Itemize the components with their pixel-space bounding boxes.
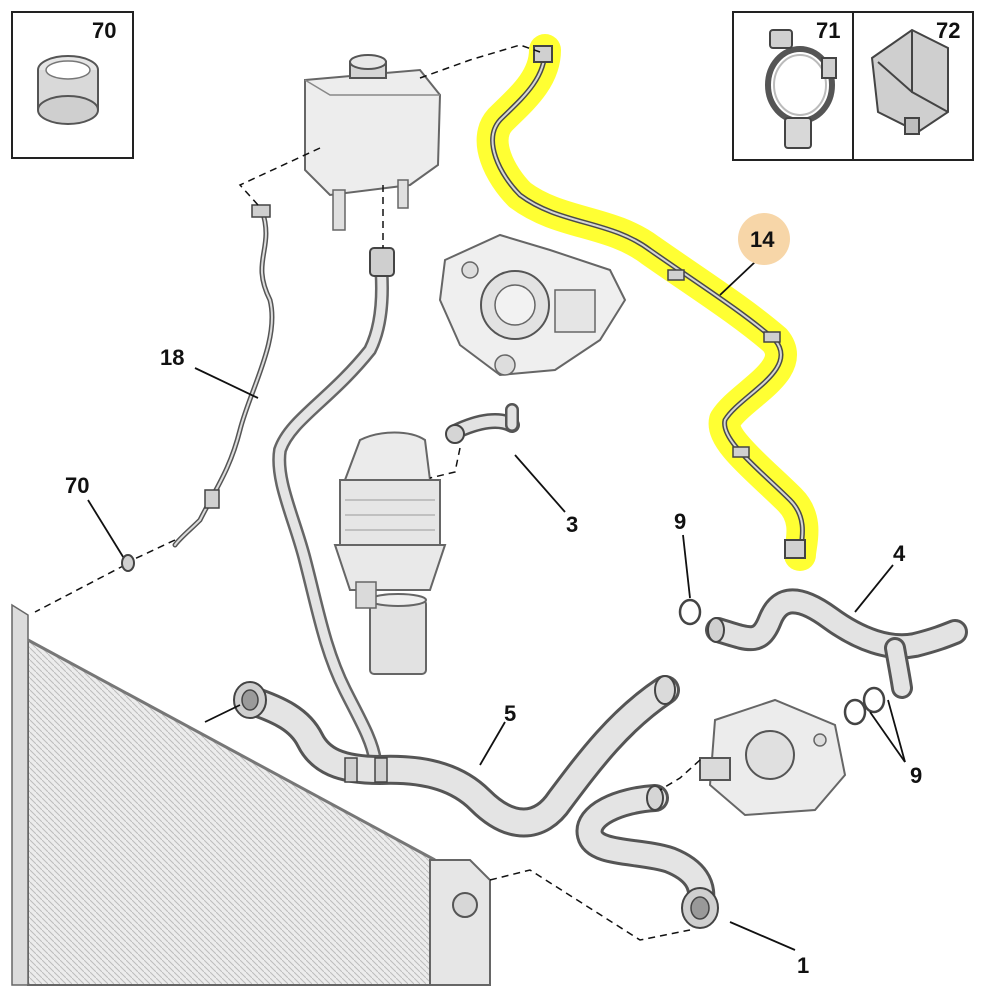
expansion-tank[interactable] <box>304 54 442 231</box>
thermostat-housing[interactable] <box>699 698 847 817</box>
callout-72-box: 72 <box>936 18 961 43</box>
part-14-pipe[interactable] <box>490 45 806 559</box>
clamp-70-fastener[interactable] <box>121 554 135 572</box>
inset-box-70 <box>11 11 134 159</box>
callout-14-circle <box>738 213 790 265</box>
egr-valve-assembly[interactable] <box>438 233 627 377</box>
callout-71-box: 71 <box>816 18 841 43</box>
inset-box-71-72 <box>732 11 974 161</box>
callout-1: 1 <box>797 953 810 978</box>
callout-3: 3 <box>566 512 579 537</box>
tank-to-hose-pipe[interactable] <box>272 247 395 767</box>
dashed-connection-lines <box>34 44 701 941</box>
part-3-elbow-hose[interactable] <box>445 403 520 444</box>
callout-70-box: 70 <box>92 18 117 43</box>
callout-18: 18 <box>160 345 185 370</box>
clamp-ring-icon <box>37 55 99 125</box>
plastic-clip-icon <box>870 28 949 135</box>
callout-70: 70 <box>65 473 90 498</box>
part-1-hose[interactable] <box>575 784 719 929</box>
callout-5: 5 <box>504 701 517 726</box>
callout-4: 4 <box>893 541 906 566</box>
hose-clip-icon <box>765 29 837 149</box>
radiator[interactable] <box>11 603 491 986</box>
part-5-hose[interactable] <box>233 675 680 838</box>
callout-9-top: 9 <box>674 509 687 534</box>
callout-9-right: 9 <box>910 763 923 788</box>
part-18-hose[interactable] <box>172 204 275 548</box>
callout-14: 14 <box>750 227 775 252</box>
oil-filter-housing[interactable] <box>333 431 447 675</box>
part-9-o-rings[interactable] <box>678 598 886 726</box>
part-4-hose[interactable] <box>705 588 968 699</box>
leader-lines <box>87 261 906 951</box>
